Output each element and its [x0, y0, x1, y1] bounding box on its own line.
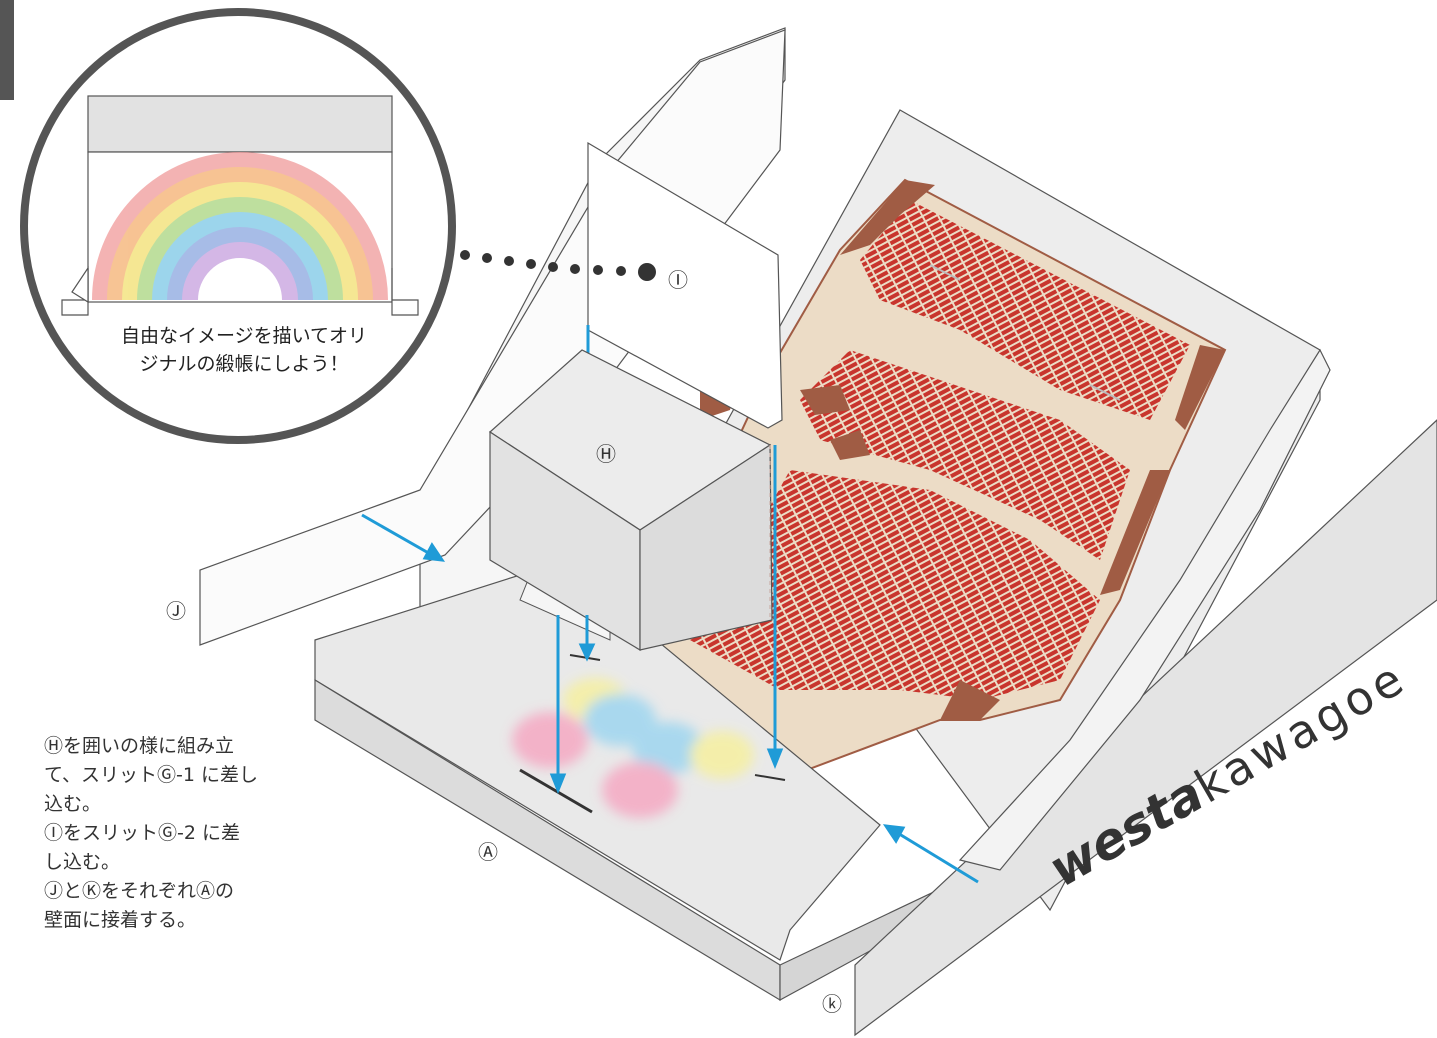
instruction-line: て、スリットⒼ-1 に差し [44, 764, 259, 786]
bubble-caption-line1: 自由なイメージを描いてオリ [120, 325, 368, 347]
instruction-line: し込む。 [44, 851, 121, 873]
instruction-line: ⒿとⓀをそれぞれⒶの [44, 880, 235, 902]
instruction-line: 込む。 [44, 793, 102, 815]
magnified-curtain-bubble [20, 8, 456, 444]
label-a: Ⓐ [478, 840, 498, 864]
rainbow-drawing [92, 152, 388, 301]
bubble-caption-line2: ジナルの緞帳にしよう！ [139, 353, 349, 375]
instruction-line: ⒾをスリットⒼ-2 に差 [44, 822, 240, 844]
assembly-instructions: Ⓗを囲いの様に組み立 て、スリットⒼ-1 に差し 込む。 ⒾをスリットⒼ-2 に… [44, 732, 284, 935]
dotted-leader [460, 250, 656, 281]
label-i: Ⓘ [668, 268, 688, 292]
right-side-panel [958, 348, 1331, 871]
bubble-caption: 自由なイメージを描いてオリ ジナルの緞帳にしよう！ [94, 322, 394, 378]
instruction-line: Ⓗを囲いの様に組み立 [44, 735, 235, 757]
page-tab [0, 0, 14, 100]
blue-arrow [361, 445, 979, 884]
label-j: Ⓙ [166, 599, 186, 623]
label-k: ⓚ [822, 992, 842, 1016]
stage-spotlights [512, 678, 754, 818]
instruction-line: 壁面に接着する。 [44, 909, 197, 931]
auditorium-seating [618, 178, 1227, 782]
label-h: Ⓗ [596, 442, 616, 466]
proscenium-box-h [489, 349, 773, 652]
